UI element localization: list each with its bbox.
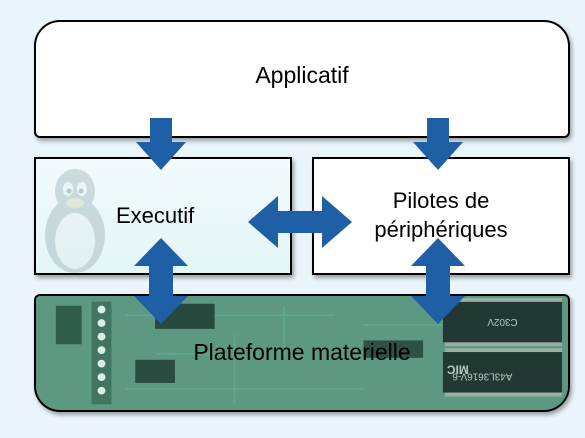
circuit-board-image: C302V A43L3616V-6 MIC (36, 296, 568, 410)
board-holes (97, 305, 106, 395)
hardware-layer-box: C302V A43L3616V-6 MIC Plateforme materie… (34, 294, 570, 412)
drivers-label-line-1: Pilotes de (392, 188, 490, 214)
hardware-layer-label: Plateforme materielle (193, 339, 411, 366)
executive-layer-box: Executif (34, 157, 292, 275)
drivers-label-line-2: périphériques (374, 217, 508, 242)
executive-layer-label: Executif (116, 202, 195, 228)
tux-penguin-icon (45, 169, 105, 273)
drivers-layer-box: Pilotes de périphériques (312, 157, 570, 275)
board-chip-text-2: A43L3616V-6 (452, 370, 513, 381)
application-layer-box: Applicatif (34, 20, 570, 138)
drivers-layer-label: Pilotes de périphériques (374, 187, 507, 244)
application-layer-label: Applicatif (255, 62, 349, 89)
board-chip-text-1: C302V (487, 316, 518, 327)
board-chip-text-3: MIC (446, 363, 468, 376)
